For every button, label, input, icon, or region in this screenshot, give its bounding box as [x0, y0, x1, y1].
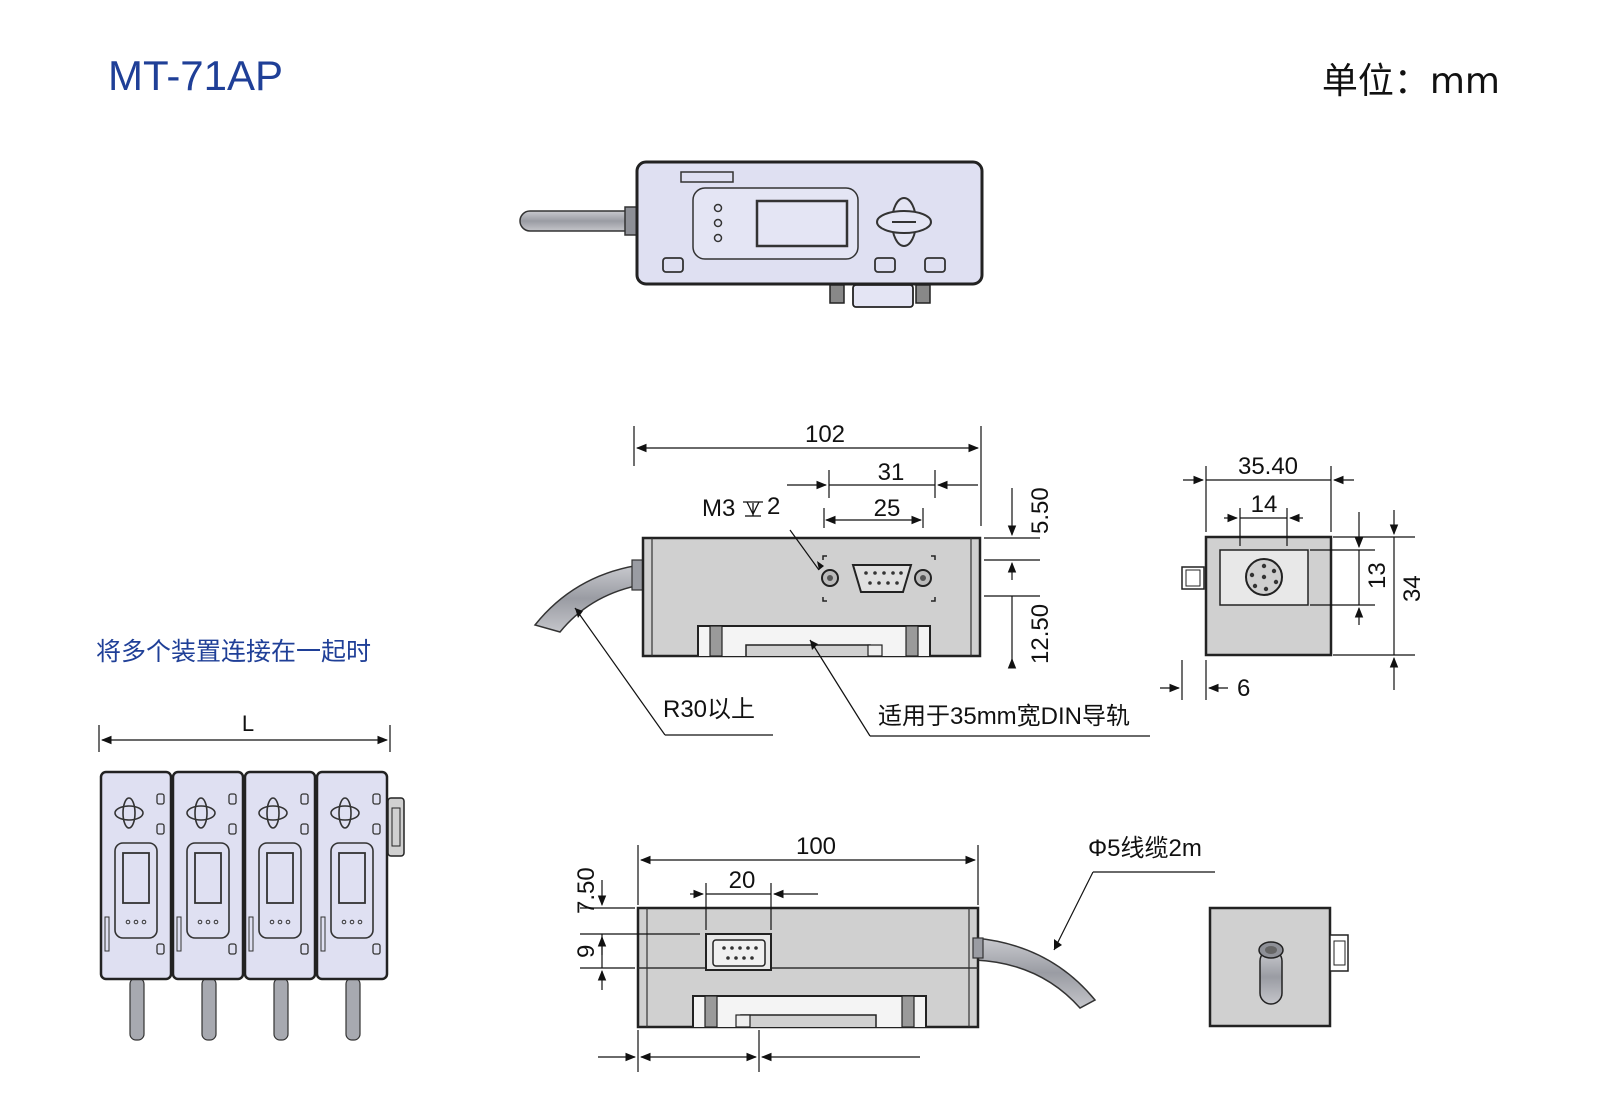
assembly-unit [99, 770, 173, 1041]
multi-unit-label: 将多个装置连接在一起时 [96, 637, 372, 666]
dim-side-13: 13 [1364, 562, 1391, 589]
cable-top-view [519, 210, 641, 232]
assembly-unit [315, 770, 389, 1041]
dpad-icon [876, 197, 932, 247]
multi-unit-assembly [99, 770, 405, 1041]
dim-front-31: 31 [878, 459, 905, 486]
bend-radius-note: R30以上 [663, 696, 755, 723]
dim-bottom-width: 100 [796, 833, 836, 860]
dim-front-25: 25 [874, 495, 901, 522]
front-view-unit [533, 536, 982, 658]
din-rail-note: 适用于35mm宽DIN导轨 [878, 703, 1130, 730]
button-right [924, 257, 946, 273]
dim-bottom-20: 20 [729, 867, 756, 894]
side-view-unit [1181, 535, 1333, 657]
assembly-unit [171, 770, 245, 1041]
top-view-unit [519, 160, 984, 308]
led-2-icon [713, 218, 723, 228]
dim-side-width: 35.40 [1238, 453, 1298, 480]
dim-front-5-50: 5.50 [1027, 487, 1054, 534]
dsub-connector-top [852, 284, 914, 308]
button-left [662, 257, 684, 273]
assembly-length-label: L [242, 711, 254, 736]
bottom-view-unit [636, 906, 1097, 1029]
dim-bottom-9: 9 [573, 945, 600, 958]
depth-symbol-icon [743, 501, 763, 517]
rear-view-unit [1208, 906, 1349, 1028]
cable-note: Φ5线缆2m [1088, 835, 1202, 862]
dim-side-34: 34 [1399, 575, 1426, 602]
cable-bottom-view [974, 937, 1097, 1009]
dim-front-12-50: 12.50 [1027, 604, 1054, 664]
cable-front-view [533, 564, 641, 633]
assembly-end-connector [387, 797, 405, 857]
dim-side-14: 14 [1251, 491, 1278, 518]
dsub-connector-front [851, 564, 913, 593]
dim-side-6: 6 [1237, 675, 1250, 702]
led-1-icon [713, 203, 723, 213]
button-mid [874, 257, 896, 273]
dim-front-width: 102 [805, 421, 845, 448]
model-title: MT-71AP [108, 52, 284, 99]
screw-depth: 2 [767, 493, 780, 520]
screw-label: M3 [702, 495, 735, 522]
unit-label: 单位：mm [1321, 61, 1500, 102]
display-screen [755, 199, 849, 248]
dim-bottom-7-50: 7.50 [573, 867, 600, 914]
led-3-icon [713, 233, 723, 243]
assembly-unit [243, 770, 317, 1041]
